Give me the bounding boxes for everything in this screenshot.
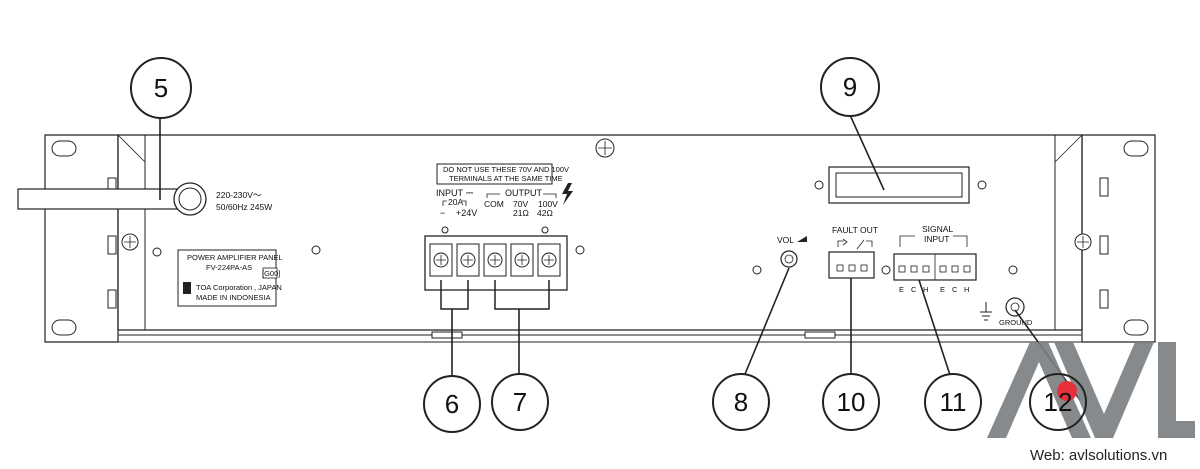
ground-terminal [1005, 297, 1025, 317]
warning-line2: TERMINALS AT THE SAME TIME [449, 174, 563, 183]
signal-pin-3: H [923, 285, 928, 294]
vol-label: VOL [777, 235, 794, 245]
signal-input-label-1: SIGNAL [922, 224, 953, 234]
bottom-feet [431, 331, 836, 339]
nameplate-made-in: MADE IN INDONESIA [196, 293, 271, 302]
vol-knob [780, 250, 798, 268]
output-100v: 100V [538, 199, 558, 209]
expansion-slot [828, 166, 970, 204]
signal-input-connector [893, 253, 977, 281]
svg-text:7: 7 [513, 387, 527, 417]
signal-pin-2: C [911, 285, 917, 294]
nameplate-code: [G00] [262, 269, 280, 278]
dc-symbol: ⎓ [466, 188, 473, 198]
svg-text:8: 8 [734, 387, 748, 417]
power-cord [17, 182, 207, 216]
ground-label: GROUND [999, 318, 1033, 327]
lightning-icon [562, 183, 573, 205]
nameplate [177, 249, 278, 307]
output-com: COM [484, 199, 504, 209]
rack-ear-right [1081, 134, 1156, 343]
output-label: OUTPUT [505, 188, 543, 198]
output-21ohm: 21Ω [513, 208, 529, 218]
input-label: INPUT [436, 188, 464, 198]
svg-text:6: 6 [445, 389, 459, 419]
signal-pin-6: H [964, 285, 969, 294]
callout-6: 6 [423, 375, 481, 433]
vol-ramp-icon [797, 236, 807, 242]
callout-8: 8 [712, 373, 770, 431]
fault-out-label: FAULT OUT [832, 225, 878, 235]
nameplate-line1: POWER AMPLIFIER PANEL [187, 253, 283, 262]
callout-10: 10 [822, 373, 880, 431]
nameplate-model: FV-224PA-AS [206, 263, 252, 272]
fuse-label: 20A [448, 197, 463, 207]
signal-pin-4: E [940, 285, 945, 294]
fault-out-connector [828, 251, 875, 279]
svg-text:11: 11 [940, 387, 967, 417]
terminal-block [424, 235, 568, 291]
warning-box [436, 163, 553, 185]
rack-ear-left [44, 134, 119, 343]
signal-input-label-2: INPUT [924, 234, 950, 244]
power-rating-label: 50/60Hz 245W [216, 202, 272, 212]
svg-text:12: 12 [1044, 387, 1073, 417]
input-plus: +24V [456, 208, 477, 218]
signal-pin-5: C [952, 285, 958, 294]
signal-pin-1: E [899, 285, 904, 294]
callout-7: 7 [491, 373, 549, 431]
ground-icon [980, 302, 992, 321]
callout-11: 11 [924, 373, 982, 431]
callout-5: 5 [130, 57, 192, 119]
callout-9: 9 [820, 57, 880, 117]
avl-logo [987, 342, 1195, 438]
nameplate-maker: TOA Corporation [196, 283, 252, 292]
nameplate-country: , JAPAN [254, 283, 282, 292]
output-42ohm: 42Ω [537, 208, 553, 218]
screws [121, 138, 1092, 275]
warning-line1: DO NOT USE THESE 70V AND 100V [443, 165, 569, 174]
svg-text:9: 9 [843, 72, 857, 102]
website-label: Web: avlsolutions.vn [1030, 447, 1167, 464]
callout-12: 12 [1029, 373, 1087, 431]
svg-text:10: 10 [837, 387, 866, 417]
svg-text:5: 5 [154, 73, 168, 103]
avl-accent-dot [1057, 381, 1077, 401]
input-minus: − [440, 208, 445, 218]
output-70v: 70V [513, 199, 528, 209]
power-voltage-label: 220-230V～ [216, 190, 262, 200]
